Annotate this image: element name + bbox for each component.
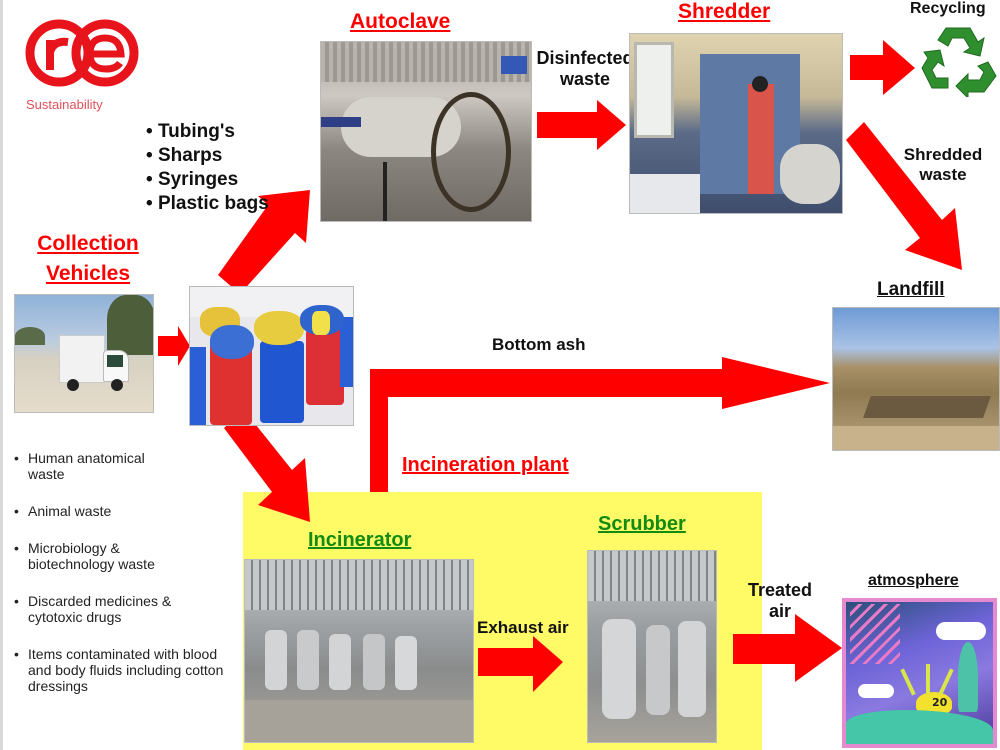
disinfected-waste-label: Disinfected waste [530, 48, 640, 89]
shredder-photo [629, 33, 843, 214]
arrow-autoclave-to-shredder [537, 100, 626, 150]
clipart-number: 20 [932, 696, 948, 709]
autoclave-input-list: Tubing's Sharps Syringes Plastic bags [146, 120, 269, 216]
landfill-photo [832, 307, 1000, 451]
collection-title-line1: Collection [37, 232, 139, 255]
list-item: Microbiology & biotechnology waste [14, 540, 204, 572]
arrow-truck-to-bins [158, 326, 190, 366]
shredded-waste-label: Shredded waste [888, 145, 998, 184]
collection-vehicles-title: Collection Vehicles [32, 229, 144, 289]
autoclave-photo [320, 41, 532, 222]
shredder-title: Shredder [678, 0, 771, 23]
exhaust-air-label: Exhaust air [477, 618, 569, 637]
bottom-ash-label: Bottom ash [492, 335, 586, 354]
atmosphere-clipart: 20 [842, 598, 997, 748]
shredded-label-line1: Shredded [903, 145, 983, 164]
list-item: Discarded medicines & cytotoxic drugs [14, 593, 204, 625]
recycling-title: Recycling [910, 0, 986, 17]
incineration-plant-title: Incineration plant [402, 454, 569, 476]
list-item: Plastic bags [146, 192, 269, 216]
list-item: Sharps [146, 144, 269, 168]
disinfected-label-line2: waste [559, 68, 611, 89]
atmosphere-title: atmosphere [868, 572, 959, 589]
shredded-label-line2: waste [919, 164, 967, 184]
autoclave-title: Autoclave [350, 10, 451, 33]
treated-label-line2: air [768, 600, 792, 621]
collection-truck-photo [14, 294, 154, 413]
scrubber-photo [587, 550, 717, 743]
list-item: Syringes [146, 168, 269, 192]
incinerator-title: Incinerator [308, 529, 412, 551]
left-edge-border [0, 0, 3, 750]
recycle-icon [921, 27, 997, 97]
treated-air-label: Treated air [735, 580, 825, 621]
landfill-title: Landfill [877, 279, 945, 300]
incineration-input-list: Human anatomical waste Animal waste Micr… [14, 450, 239, 715]
re-logo-icon [25, 19, 139, 87]
treated-label-line1: Treated [747, 580, 813, 600]
list-item: Tubing's [146, 120, 269, 144]
incinerator-photo [244, 559, 474, 743]
logo-tagline: Sustainability [26, 97, 103, 112]
list-item: Human anatomical waste [14, 450, 164, 482]
collection-title-line2: Vehicles [45, 262, 131, 285]
scrubber-title: Scrubber [598, 513, 686, 535]
waste-bins-photo [189, 286, 354, 426]
arrow-shredder-to-recycling [850, 40, 915, 95]
disinfected-label-line1: Disinfected [536, 48, 634, 68]
list-item: Animal waste [14, 503, 239, 519]
list-item: Items contaminated with blood and body f… [14, 646, 239, 694]
